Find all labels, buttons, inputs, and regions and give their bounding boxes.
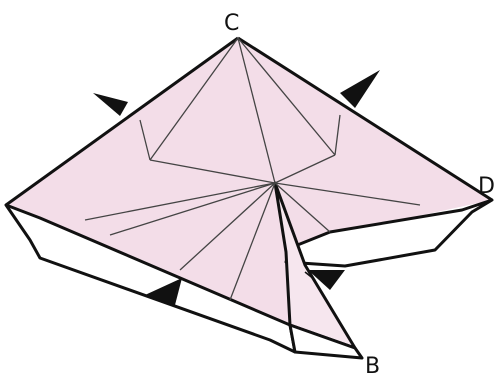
arrowhead-icon xyxy=(93,93,128,116)
label-d: D xyxy=(478,174,495,199)
arrowhead-icon xyxy=(340,70,380,108)
label-c: C xyxy=(224,11,239,36)
label-b: B xyxy=(365,354,380,379)
